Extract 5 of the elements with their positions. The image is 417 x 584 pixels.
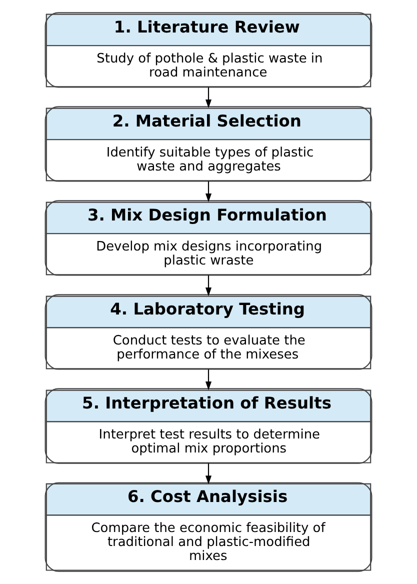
arrow — [205, 181, 212, 202]
arrow — [205, 275, 212, 296]
arrow — [205, 463, 212, 484]
arrow — [205, 87, 212, 108]
arrow — [205, 369, 212, 390]
